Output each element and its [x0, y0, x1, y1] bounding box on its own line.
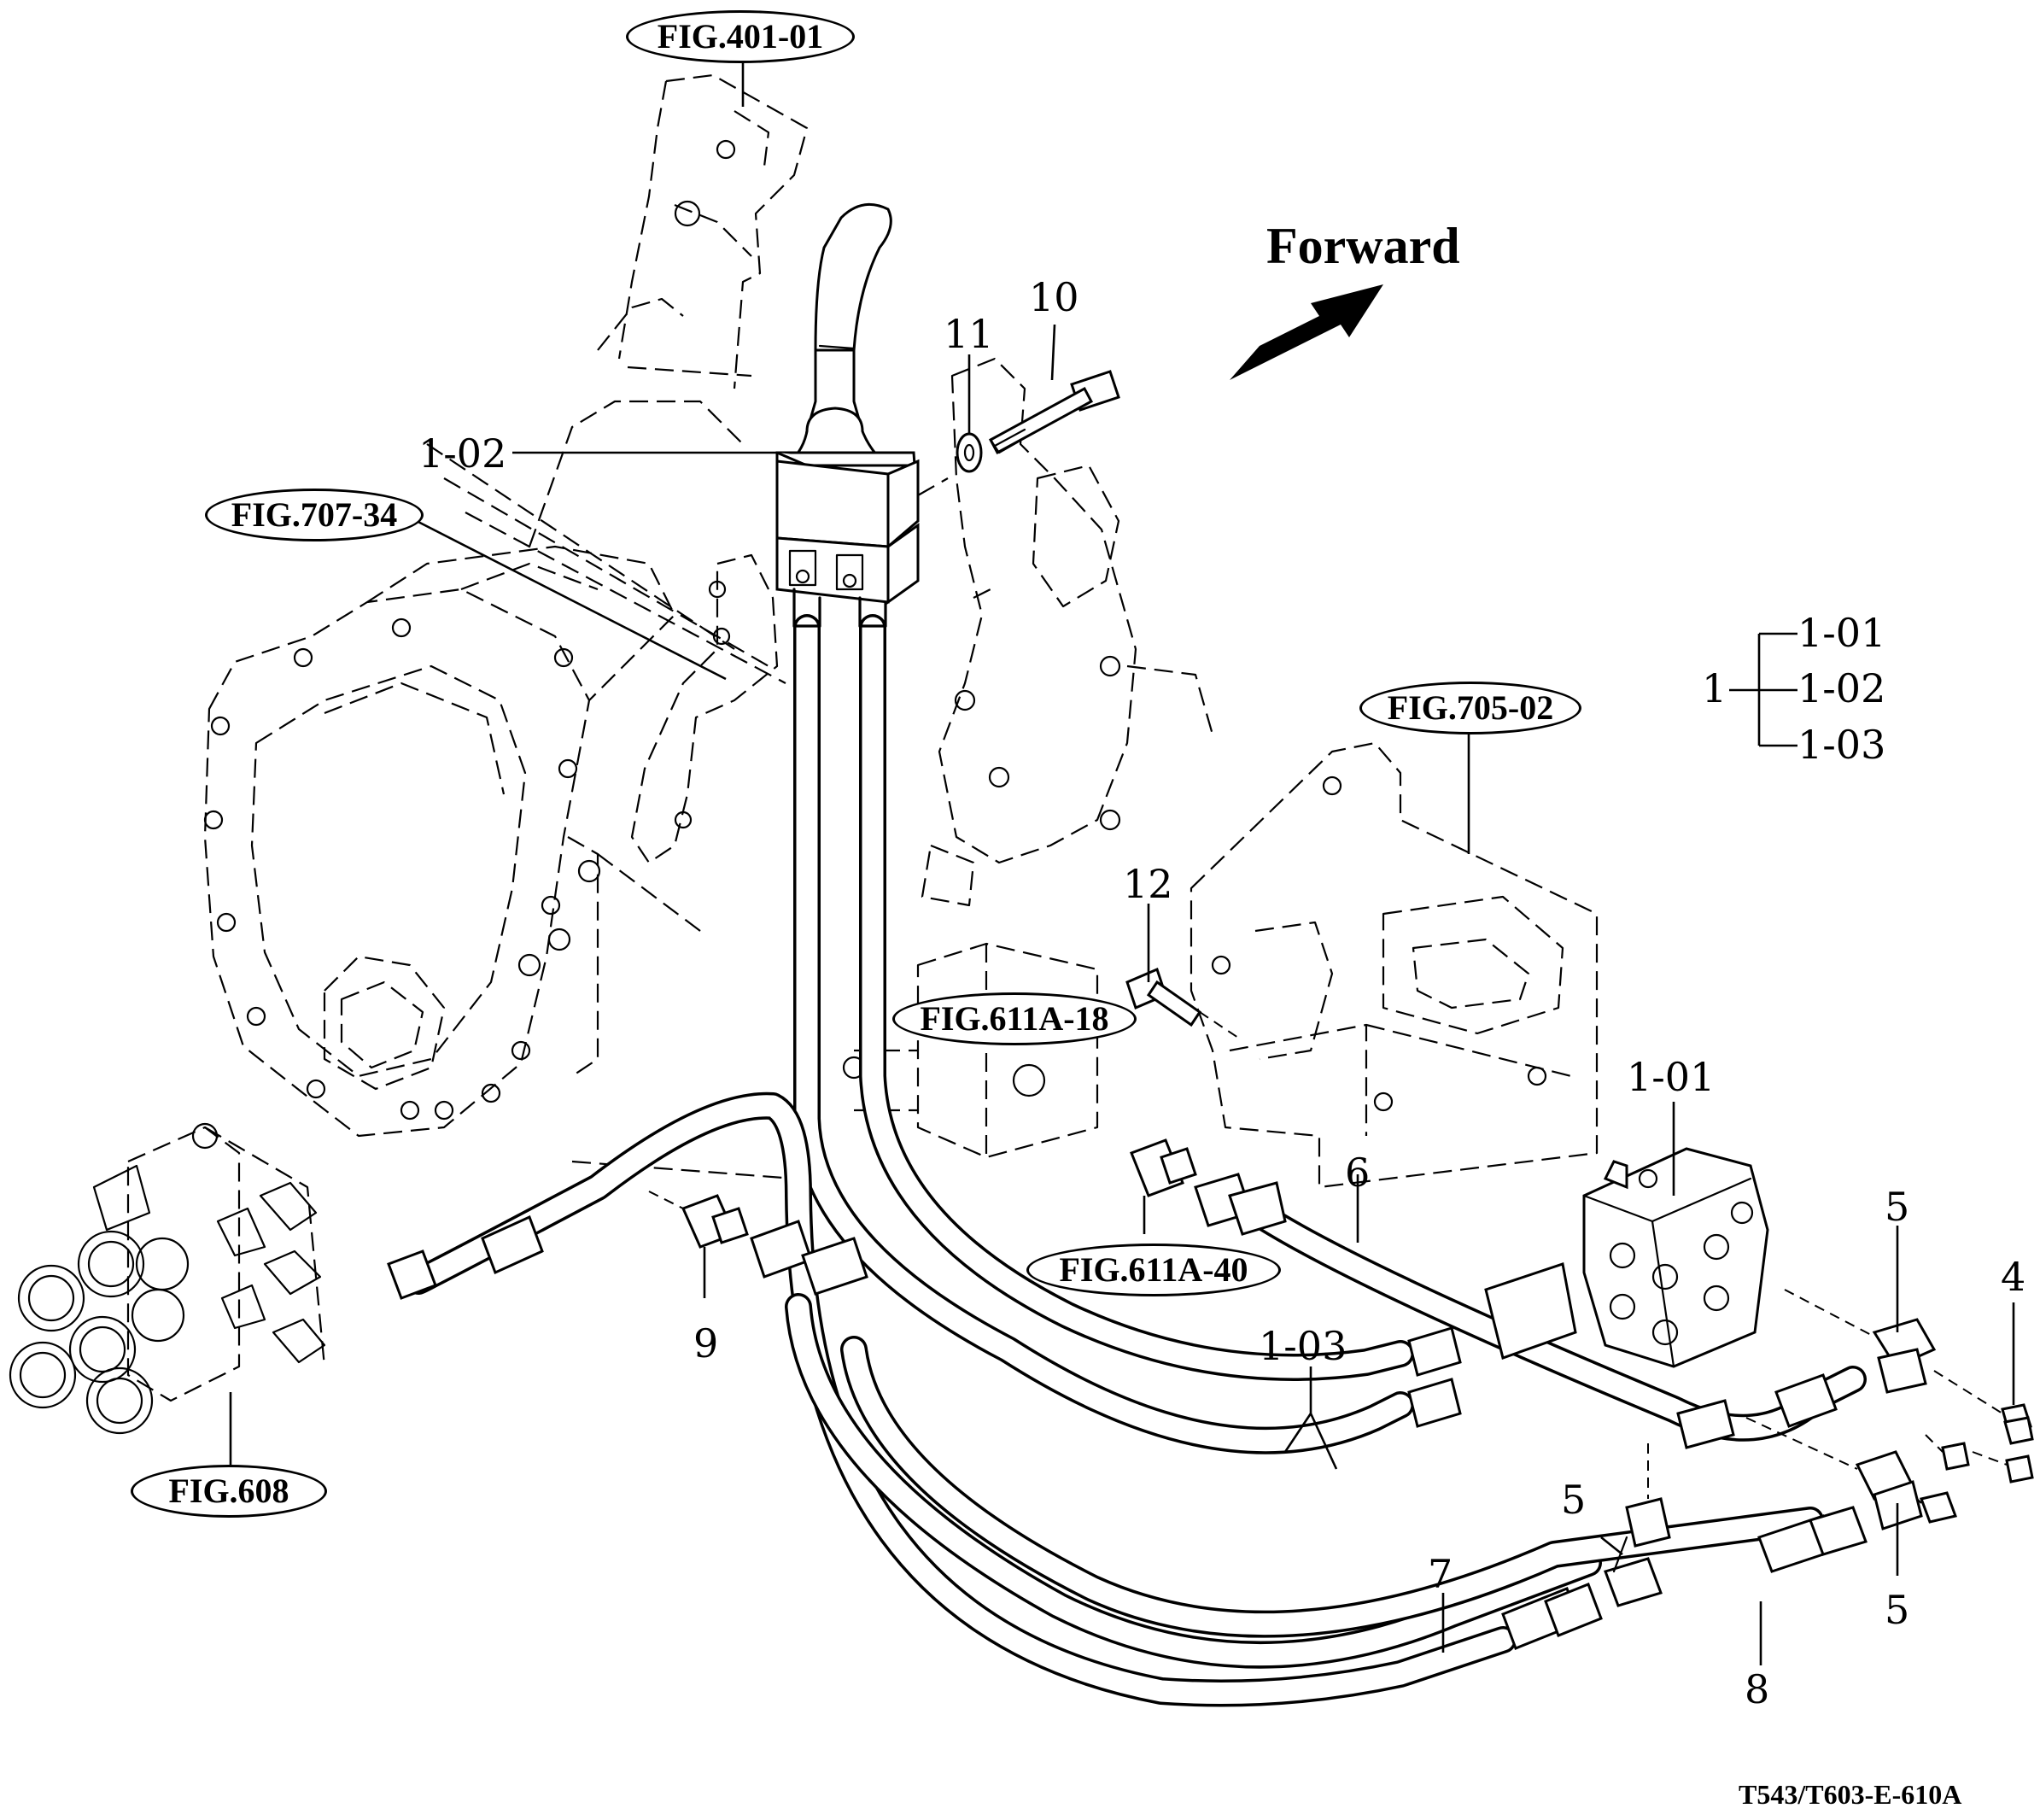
assembly-child-3: 1-03: [1797, 722, 1886, 768]
elbow-fitting-mid: [1604, 1443, 1671, 1607]
callout-8: 8: [1745, 1666, 1770, 1712]
hose-fittings: [387, 1173, 1868, 1650]
fig-ref-705-02: FIG.705-02: [1359, 682, 1581, 734]
washer-11: [956, 432, 983, 473]
callout-4: 4: [2001, 1254, 2026, 1300]
callout-5-mid: 5: [1561, 1477, 1587, 1523]
lever-bracket-phantom: [630, 357, 1214, 907]
callout-5-top: 5: [1885, 1184, 1910, 1230]
fitting-9: [648, 1191, 749, 1249]
fitting-611a-40: [1130, 1138, 1197, 1197]
fig-ref-611a-18: FIG.611A-18: [892, 992, 1137, 1045]
drawing-code: T543/T603-E-610A: [1739, 1779, 1962, 1810]
forward-label: Forward: [1266, 218, 1460, 274]
bolt-10: [988, 370, 1120, 455]
fig-ref-608: FIG.608: [131, 1465, 327, 1518]
elbow-fitting-bottom: [1745, 1417, 1923, 1530]
callout-7: 7: [1428, 1551, 1453, 1597]
forward-arrow: [1230, 284, 1383, 380]
remote-valve-stack-phantom: [9, 1122, 326, 1435]
callout-6: 6: [1345, 1150, 1371, 1196]
fig-ref-707-34: FIG.707-34: [205, 489, 424, 541]
elbow-fitting-top: [1784, 1289, 1937, 1394]
callout-12: 12: [1123, 861, 1173, 907]
callout-10: 10: [1029, 274, 1079, 320]
callout-11: 11: [944, 311, 994, 357]
callout-1-02: 1-02: [418, 430, 507, 477]
joystick-lever: [775, 202, 949, 628]
assembly-child-2: 1-02: [1797, 665, 1886, 711]
assembly-parent: 1: [1702, 665, 1727, 711]
callout-1-01: 1-01: [1627, 1054, 1716, 1100]
rear-housing-phantom: [1190, 741, 1599, 1189]
callout-9: 9: [693, 1320, 719, 1366]
fig-ref-401-01: FIG.401-01: [626, 10, 855, 63]
plug-4: [1916, 1370, 2034, 1524]
assembly-bracket: [1729, 632, 1797, 747]
hoses: [405, 614, 1867, 1707]
fig-ref-611a-40: FIG.611A-40: [1026, 1244, 1281, 1296]
bolt-12: [1125, 967, 1239, 1039]
control-valve: [1484, 1147, 1769, 1368]
leader-lines: [229, 61, 2015, 1665]
callout-1-03: 1-03: [1259, 1323, 1347, 1369]
assembly-child-1: 1-01: [1797, 610, 1886, 656]
callout-5-bottom: 5: [1885, 1587, 1910, 1633]
